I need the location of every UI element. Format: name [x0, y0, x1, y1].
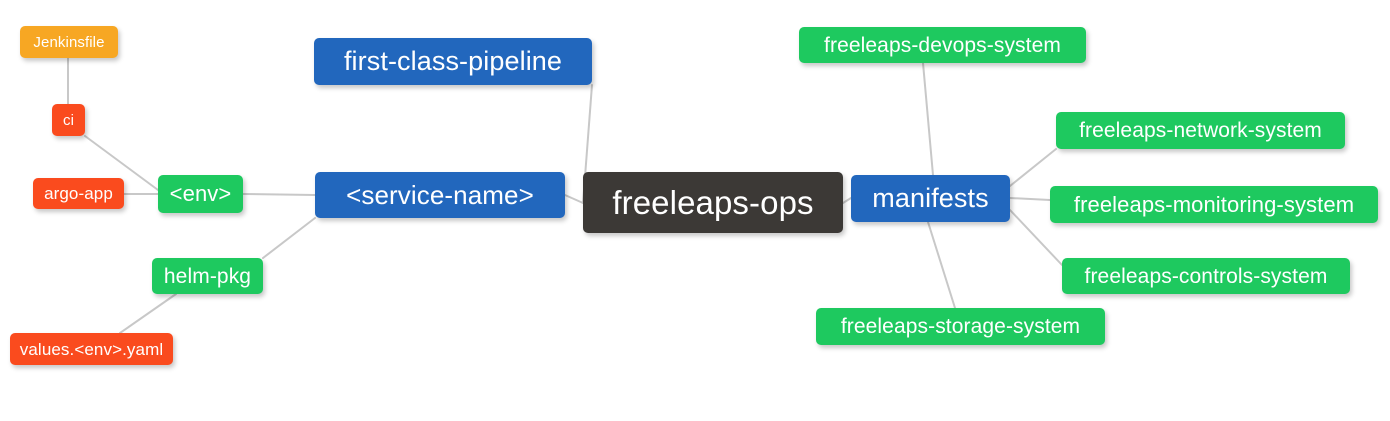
node-manifests[interactable]: manifests — [851, 175, 1010, 222]
node-argo-app[interactable]: argo-app — [33, 178, 124, 209]
node-label-ci: ci — [62, 111, 75, 129]
edge-service-name-to-env — [242, 193, 316, 196]
edge-manifests-to-freeleaps-network-system — [1009, 148, 1057, 187]
node-ci[interactable]: ci — [52, 104, 85, 136]
edge-freeleaps-ops-to-service-name — [564, 194, 584, 204]
node-label-first-class-pipeline: first-class-pipeline — [343, 46, 563, 76]
node-label-jenkinsfile: Jenkinsfile — [33, 33, 105, 51]
node-env[interactable]: <env> — [158, 175, 243, 213]
node-label-freeleaps-controls-system: freeleaps-controls-system — [1084, 264, 1328, 288]
node-service-name[interactable]: <service-name> — [315, 172, 565, 218]
node-label-freeleaps-monitoring-system: freeleaps-monitoring-system — [1073, 191, 1355, 217]
node-helm-pkg[interactable]: helm-pkg — [152, 258, 263, 294]
node-freeleaps-controls-system[interactable]: freeleaps-controls-system — [1062, 258, 1350, 294]
edge-service-name-to-helm-pkg — [262, 217, 316, 259]
node-freeleaps-storage-system[interactable]: freeleaps-storage-system — [816, 308, 1105, 345]
node-jenkinsfile[interactable]: Jenkinsfile — [20, 26, 118, 58]
edge-manifests-to-freeleaps-devops-system — [922, 62, 934, 176]
edge-manifests-to-freeleaps-storage-system — [927, 221, 956, 309]
edge-manifests-to-freeleaps-monitoring-system — [1009, 197, 1051, 201]
edge-freeleaps-ops-to-manifests — [842, 197, 852, 204]
node-label-helm-pkg: helm-pkg — [163, 264, 252, 288]
node-first-class-pipeline[interactable]: first-class-pipeline — [314, 38, 592, 85]
node-label-freeleaps-devops-system: freeleaps-devops-system — [824, 33, 1061, 57]
node-freeleaps-devops-system[interactable]: freeleaps-devops-system — [799, 27, 1086, 63]
node-label-freeleaps-ops: freeleaps-ops — [612, 184, 814, 221]
node-label-service-name: <service-name> — [346, 180, 534, 210]
node-values-env-yaml[interactable]: values.<env>.yaml — [10, 333, 173, 365]
node-label-values-env-yaml: values.<env>.yaml — [19, 339, 164, 359]
node-label-manifests: manifests — [872, 183, 989, 213]
node-label-argo-app: argo-app — [44, 184, 113, 203]
node-label-env: <env> — [169, 181, 232, 206]
node-freeleaps-ops[interactable]: freeleaps-ops — [583, 172, 843, 233]
node-freeleaps-monitoring-system[interactable]: freeleaps-monitoring-system — [1050, 186, 1378, 223]
node-label-freeleaps-storage-system: freeleaps-storage-system — [840, 315, 1081, 338]
node-freeleaps-network-system[interactable]: freeleaps-network-system — [1056, 112, 1345, 149]
edge-helm-pkg-to-values-env-yaml — [119, 293, 177, 334]
node-label-freeleaps-network-system: freeleaps-network-system — [1079, 119, 1322, 142]
